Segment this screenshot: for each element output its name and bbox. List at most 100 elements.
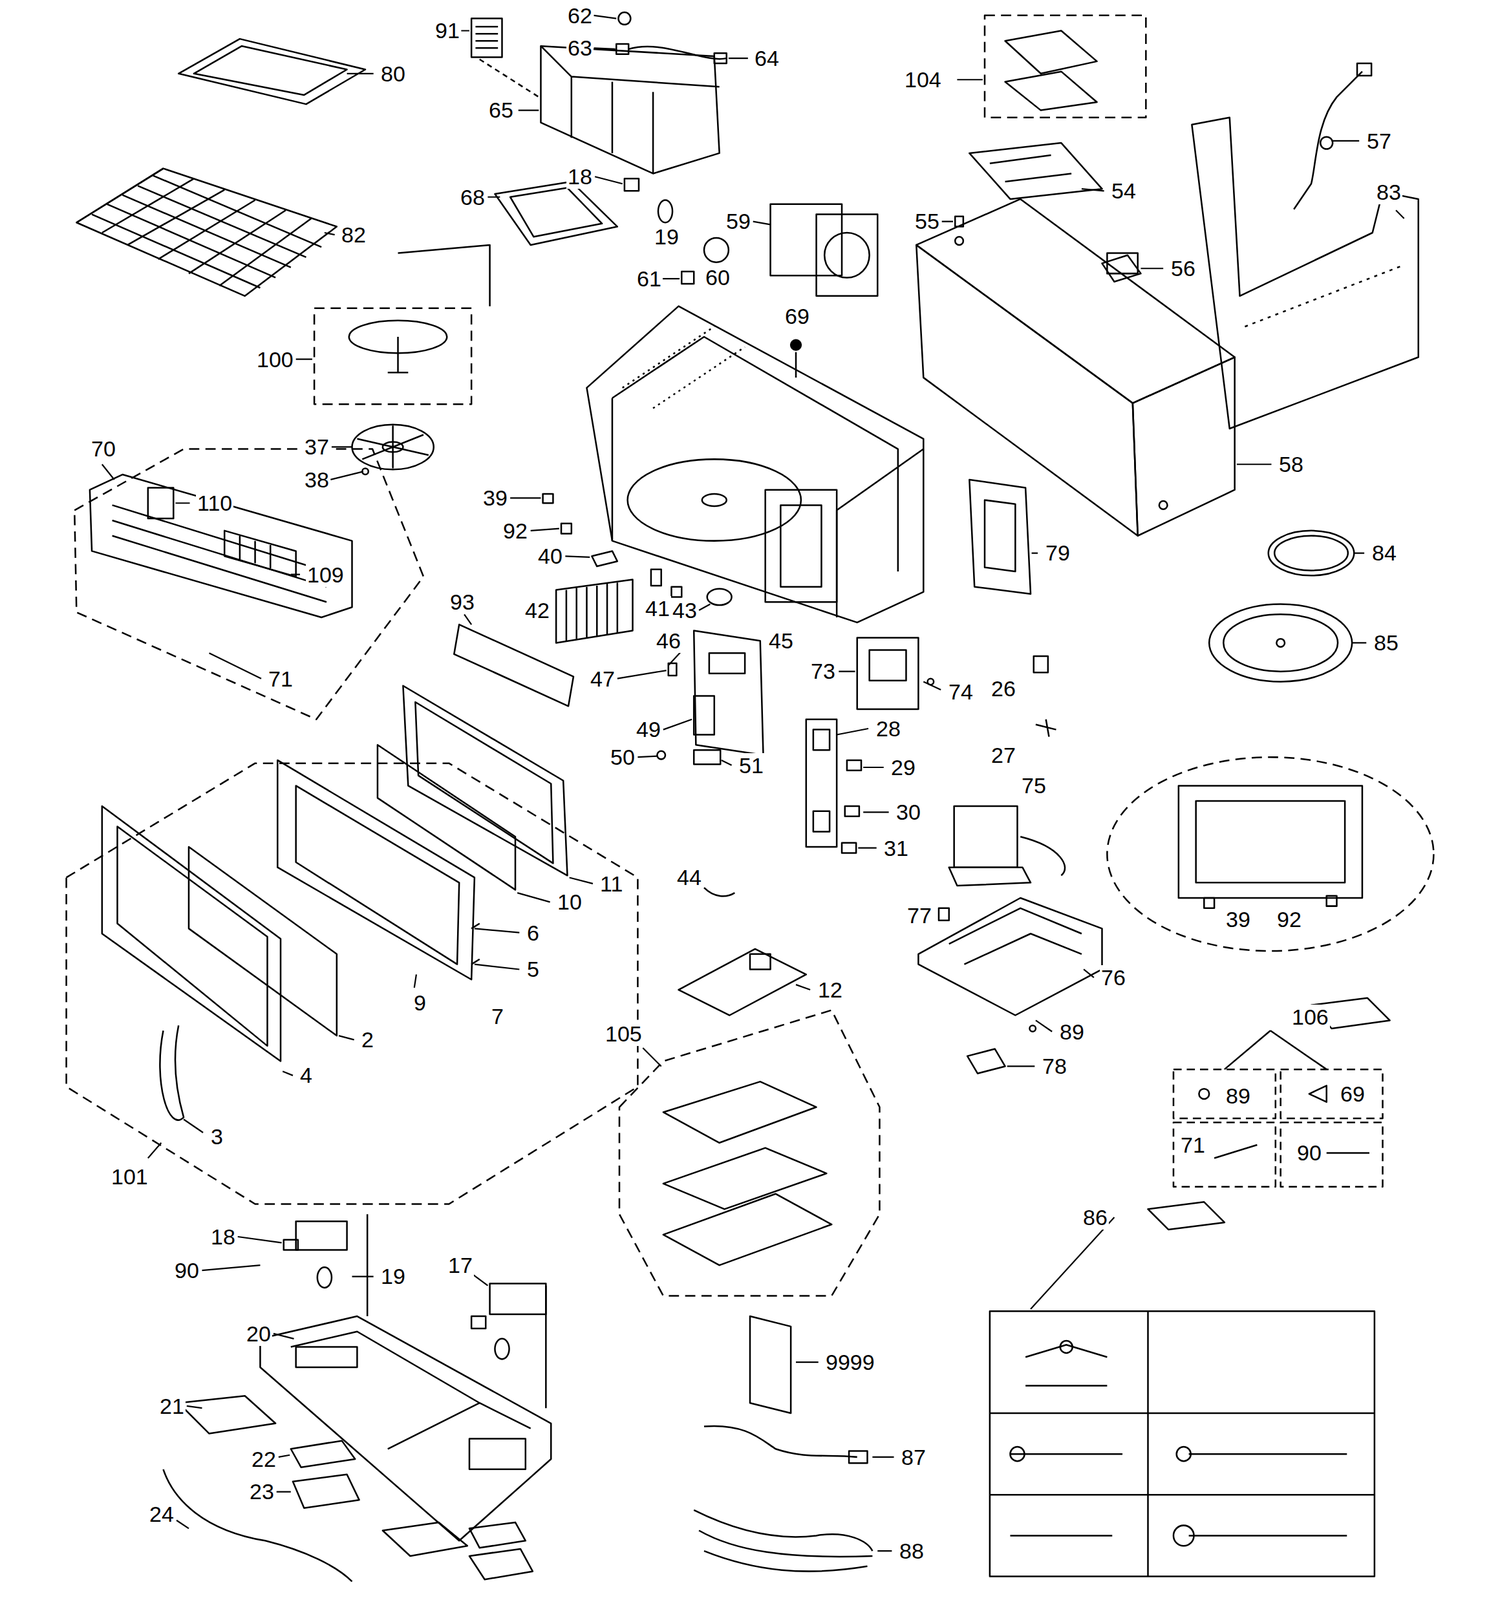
callout-number: 30 bbox=[894, 799, 922, 825]
part-outline bbox=[317, 1267, 332, 1288]
part-outline bbox=[494, 181, 617, 246]
part-outline bbox=[259, 1316, 551, 1541]
callout-number: 87 bbox=[900, 1445, 928, 1470]
part-outline bbox=[671, 587, 682, 598]
part-outline bbox=[494, 1339, 509, 1360]
part-outline bbox=[813, 811, 830, 833]
part-outline bbox=[292, 1474, 360, 1509]
callout-number: 90 bbox=[1295, 1140, 1323, 1166]
callout-number: 91 bbox=[433, 18, 461, 43]
part-outline bbox=[193, 45, 348, 96]
part-outline bbox=[1268, 530, 1355, 576]
part-outline bbox=[367, 1214, 546, 1409]
callout-number: 86 bbox=[1081, 1205, 1109, 1230]
callout-number: 100 bbox=[255, 347, 295, 372]
part-outline bbox=[1005, 31, 1098, 74]
part-outline bbox=[1060, 1340, 1073, 1354]
part-outline bbox=[377, 744, 516, 890]
callout-number: 76 bbox=[1099, 965, 1127, 990]
part-outline bbox=[1159, 501, 1168, 510]
callout-number: 92 bbox=[501, 518, 529, 544]
callout-number: 21 bbox=[158, 1393, 186, 1419]
part-outline bbox=[89, 474, 353, 618]
part-outline bbox=[1326, 1152, 1370, 1155]
part-outline bbox=[290, 1331, 531, 1449]
callout-number: 9999 bbox=[824, 1350, 877, 1375]
part-outline bbox=[469, 1549, 533, 1580]
part-outline bbox=[1280, 1069, 1383, 1119]
part-outline bbox=[790, 340, 802, 351]
part-outline bbox=[540, 45, 719, 174]
part-outline bbox=[415, 702, 553, 864]
part-outline bbox=[556, 579, 633, 644]
callout-number: 83 bbox=[1375, 179, 1403, 205]
part-outline bbox=[954, 236, 964, 246]
part-outline bbox=[1020, 836, 1065, 876]
part-outline bbox=[490, 1284, 547, 1315]
part-outline bbox=[178, 38, 366, 105]
part-outline bbox=[1148, 1201, 1225, 1230]
callout-number: 49 bbox=[634, 717, 663, 742]
part-outline bbox=[989, 155, 1072, 182]
callout-number: 46 bbox=[654, 628, 683, 654]
part-outline bbox=[750, 954, 771, 970]
part-outline bbox=[471, 1316, 486, 1329]
part-outline bbox=[1009, 1446, 1025, 1462]
part-outline bbox=[351, 424, 434, 470]
part-outline bbox=[616, 43, 629, 55]
part-outline bbox=[566, 582, 618, 641]
callout-number: 39 bbox=[481, 485, 509, 511]
callout-number: 61 bbox=[635, 266, 663, 291]
callout-number: 26 bbox=[989, 676, 1018, 701]
leader-lines bbox=[102, 15, 1405, 1552]
part-outline bbox=[765, 490, 837, 603]
part-outline bbox=[1223, 614, 1338, 672]
part-outline bbox=[627, 459, 802, 541]
part-outline bbox=[954, 806, 1018, 868]
part-outline bbox=[707, 589, 732, 606]
part-outline bbox=[1203, 898, 1215, 909]
part-outline bbox=[714, 53, 727, 64]
callout-number: 79 bbox=[1044, 540, 1072, 566]
part-outline bbox=[469, 1438, 526, 1469]
part-outline bbox=[1173, 1122, 1276, 1187]
callout-number: 90 bbox=[173, 1258, 201, 1283]
part-outline bbox=[969, 479, 1031, 595]
part-outline bbox=[848, 1450, 868, 1464]
part-outline bbox=[1214, 1145, 1257, 1159]
callout-number: 80 bbox=[379, 61, 407, 86]
part-outline bbox=[540, 45, 719, 174]
part-outline bbox=[471, 18, 502, 58]
callout-number: 37 bbox=[303, 434, 331, 460]
part-outline bbox=[618, 12, 631, 25]
callout-number: 58 bbox=[1277, 451, 1305, 477]
part-outline bbox=[1191, 117, 1418, 429]
part-outline bbox=[949, 867, 1031, 886]
callout-number: 47 bbox=[589, 666, 617, 692]
part-outline bbox=[314, 308, 472, 405]
callout-number: 85 bbox=[1372, 630, 1400, 655]
part-outline bbox=[159, 1025, 184, 1120]
part-outline bbox=[704, 1426, 858, 1458]
callout-number: 64 bbox=[753, 45, 781, 71]
part-outline bbox=[453, 624, 574, 707]
part-outline bbox=[283, 1240, 299, 1251]
part-outline bbox=[658, 200, 673, 224]
callout-number: 41 bbox=[643, 596, 672, 621]
part-outline bbox=[1196, 801, 1345, 883]
part-outline bbox=[612, 336, 924, 618]
part-outline bbox=[1326, 896, 1338, 907]
part-outline bbox=[989, 1311, 1375, 1577]
part-outline bbox=[681, 271, 694, 284]
callout-number: 7 bbox=[490, 1004, 505, 1029]
part-outline bbox=[188, 846, 337, 1036]
part-outline bbox=[1276, 638, 1285, 648]
callout-number: 70 bbox=[89, 436, 118, 461]
part-outline bbox=[163, 1469, 353, 1583]
callout-number: 28 bbox=[874, 716, 902, 741]
callout-number: 19 bbox=[379, 1264, 407, 1289]
callout-number: 12 bbox=[816, 977, 844, 1003]
callout-number: 54 bbox=[1110, 178, 1138, 204]
part-outline bbox=[984, 500, 1016, 572]
callout-number: 3 bbox=[209, 1124, 225, 1149]
